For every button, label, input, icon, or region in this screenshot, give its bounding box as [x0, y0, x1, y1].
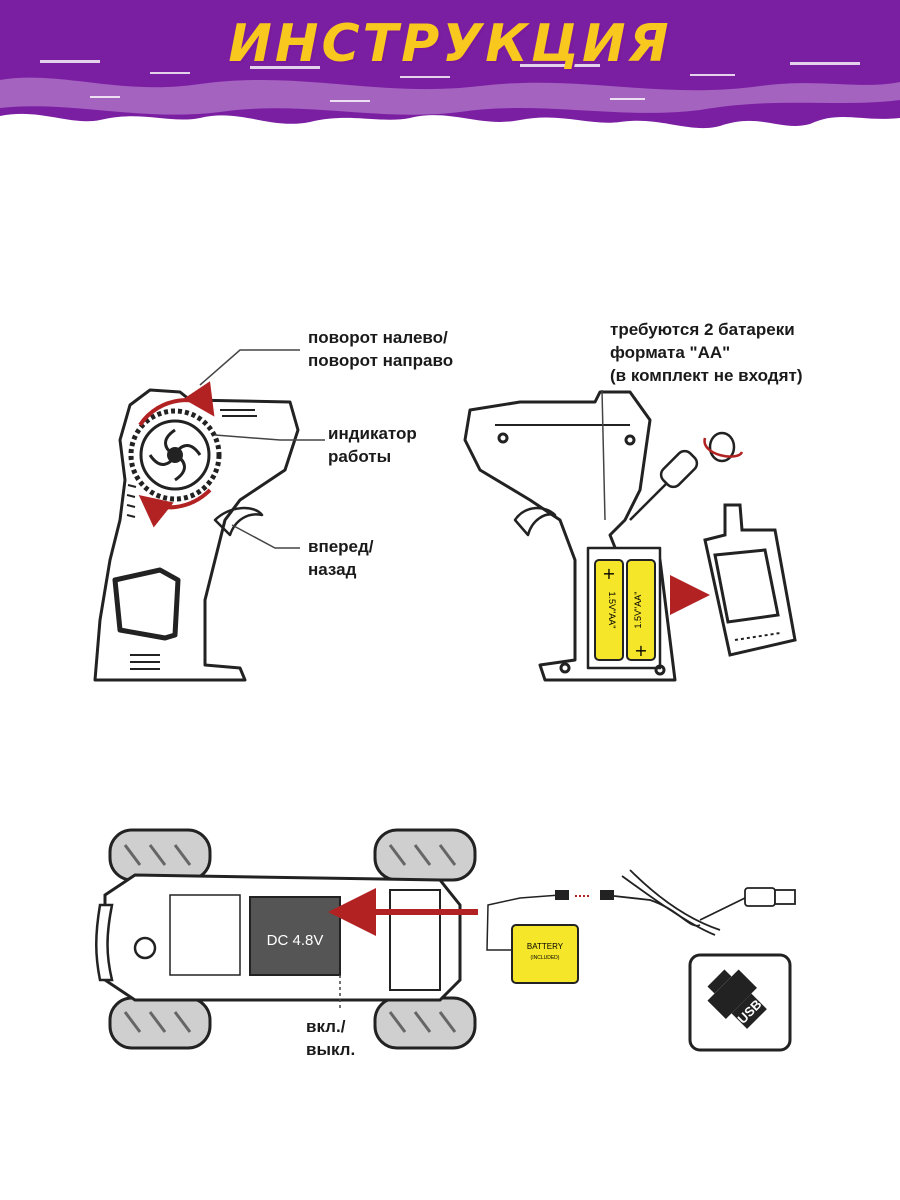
steering-wheel-icon [128, 408, 222, 502]
page-title: ИНСТРУКЦИЯ [228, 14, 672, 74]
usb-symbol-icon: USB [688, 953, 792, 1052]
screwdriver-icon [629, 431, 744, 521]
svg-text:(INCLUDED): (INCLUDED) [531, 955, 560, 961]
steering-label: поворот налево/ поворот направо [308, 328, 454, 370]
car-chassis: DC 4.8V [95, 828, 477, 1050]
battery-cell-icon: + + 1.5V"AA" 1.5V"AA" [594, 559, 656, 661]
svg-text:+: + [602, 564, 615, 583]
battery-pack-icon: BATTERY (INCLUDED) [486, 890, 614, 984]
battery-cell-label: 1.5V"AA" [633, 592, 643, 629]
switch-label: вкл./ выкл. [306, 1017, 356, 1059]
throttle-label: вперед/ назад [308, 537, 374, 579]
battery-cell-label: 1.5V"AA" [607, 592, 617, 629]
battery-cover-icon [703, 503, 797, 657]
indicator-label: индикатор работы [328, 424, 417, 466]
svg-text:+: + [634, 641, 647, 660]
battery-note: требуются 2 батареки формата "АА" (в ком… [610, 320, 803, 385]
header-banner [0, 0, 900, 129]
usb-cable-icon [613, 869, 796, 936]
svg-text:BATTERY: BATTERY [527, 942, 564, 951]
motor-label: DC 4.8V [267, 932, 324, 949]
